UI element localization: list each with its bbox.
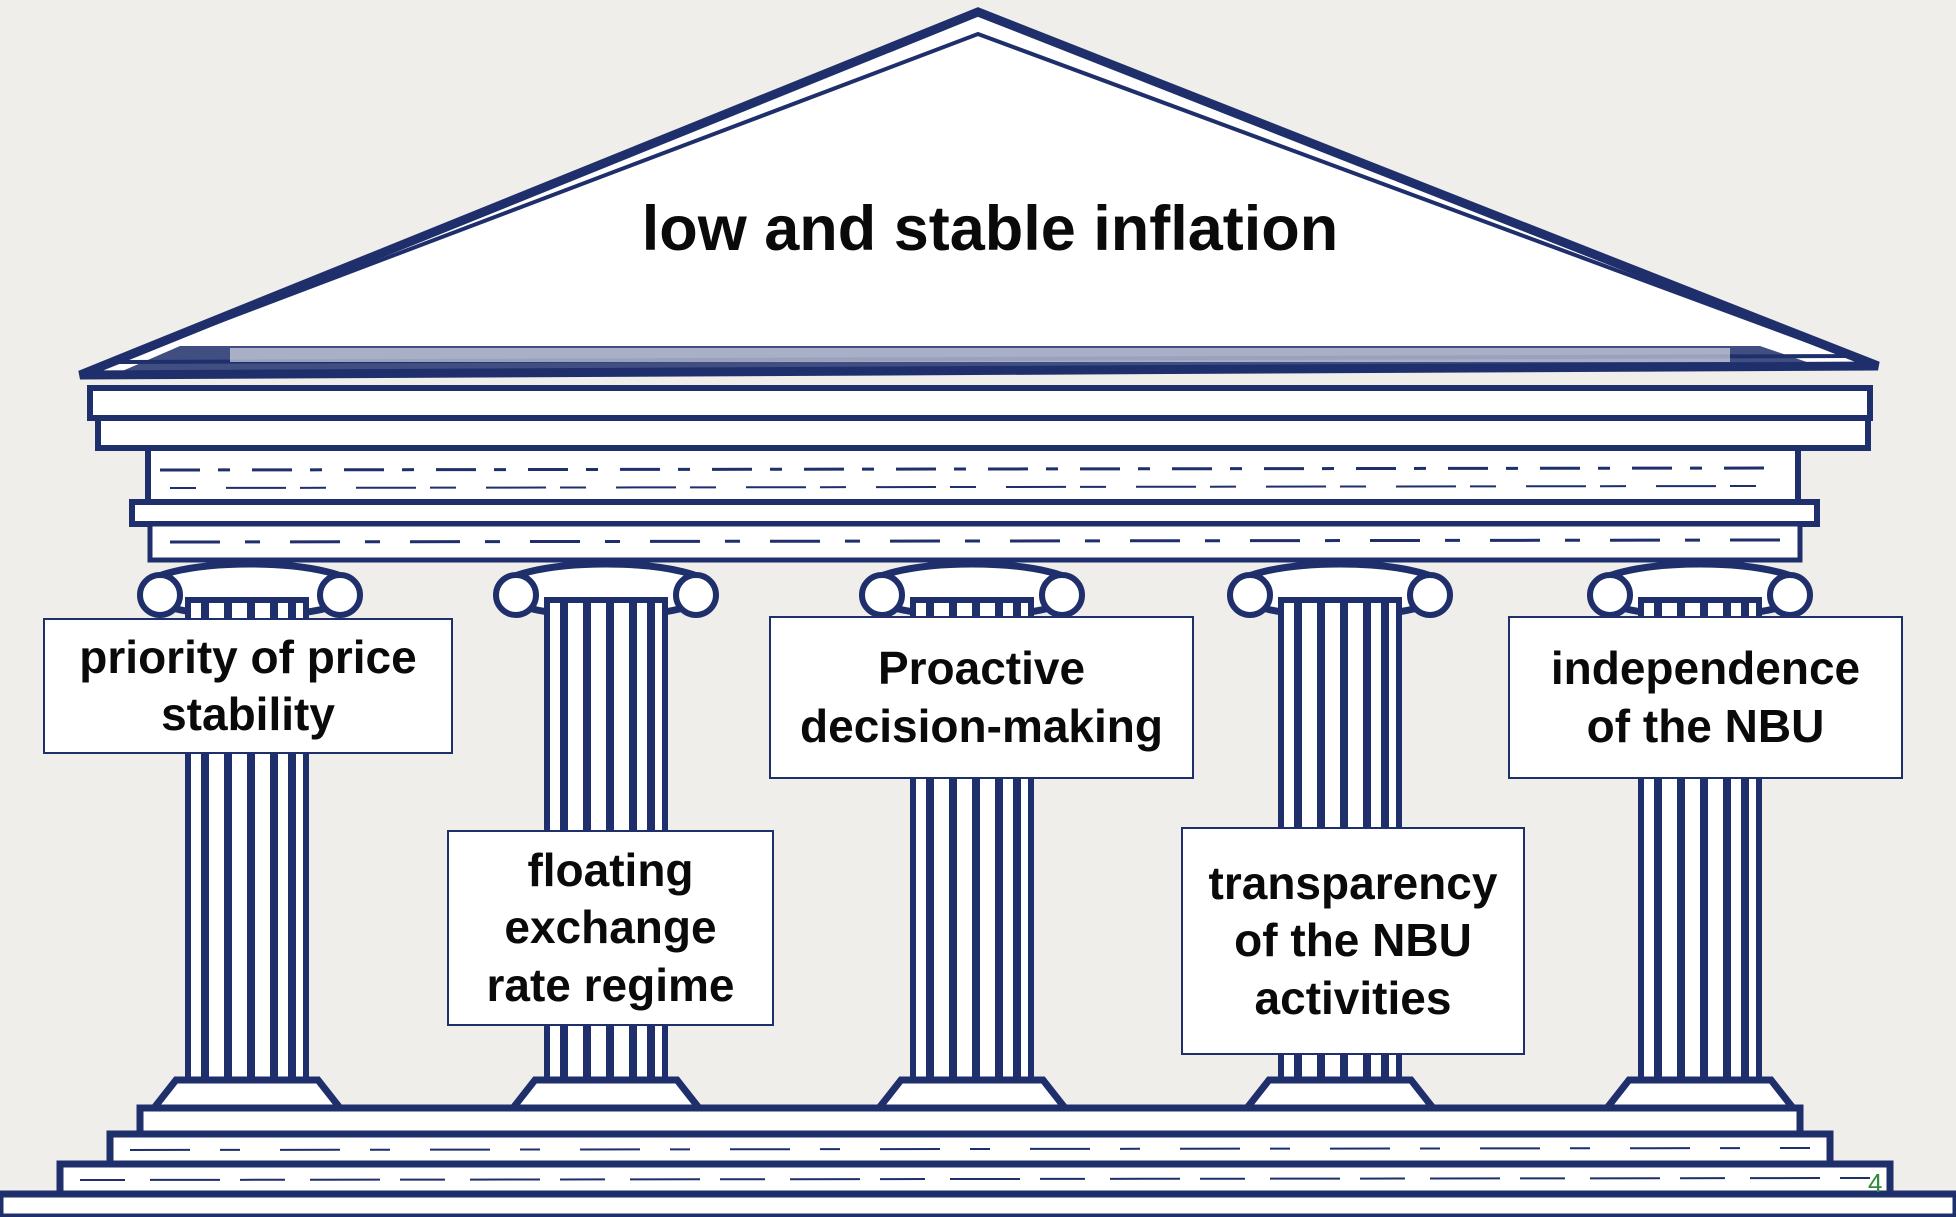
pillar-label-line: of the NBU <box>1234 914 1472 967</box>
pillar-label-floating-exchange-rate: floating exchange rate regime <box>447 830 774 1026</box>
pillar-label-line: exchange <box>504 901 717 954</box>
pillar-label-line: independence <box>1550 642 1861 695</box>
pillar-label-independence: independence of the NBU <box>1508 616 1903 779</box>
entablature <box>87 385 1873 563</box>
roof-title: low and stable inflation <box>641 194 1339 264</box>
pillar-label-price-stability: priority of price stability <box>43 618 453 754</box>
pillar-label-line: of the NBU <box>1586 699 1825 752</box>
pillar-label-transparency: transparency of the NBU activities <box>1181 827 1525 1055</box>
pillar-label-line: transparency <box>1208 857 1498 910</box>
pillar-label-line: floating <box>527 844 694 897</box>
pillar-label-line: Proactive <box>877 642 1086 695</box>
pillar-label-line: priority of price <box>79 630 417 683</box>
stylobate <box>0 1104 1956 1217</box>
pillar-label-line: activities <box>1254 971 1452 1024</box>
pillar-label-line: stability <box>161 688 335 740</box>
pillar-label-proactive-decision-making: Proactive decision-making <box>769 616 1194 779</box>
column-5 <box>1587 560 1813 1112</box>
pediment <box>78 7 1880 380</box>
pillar-label-line: rate regime <box>486 958 735 1011</box>
pillar-label-line: decision-making <box>800 699 1163 752</box>
slide-number: 4 <box>1868 1168 1883 1198</box>
